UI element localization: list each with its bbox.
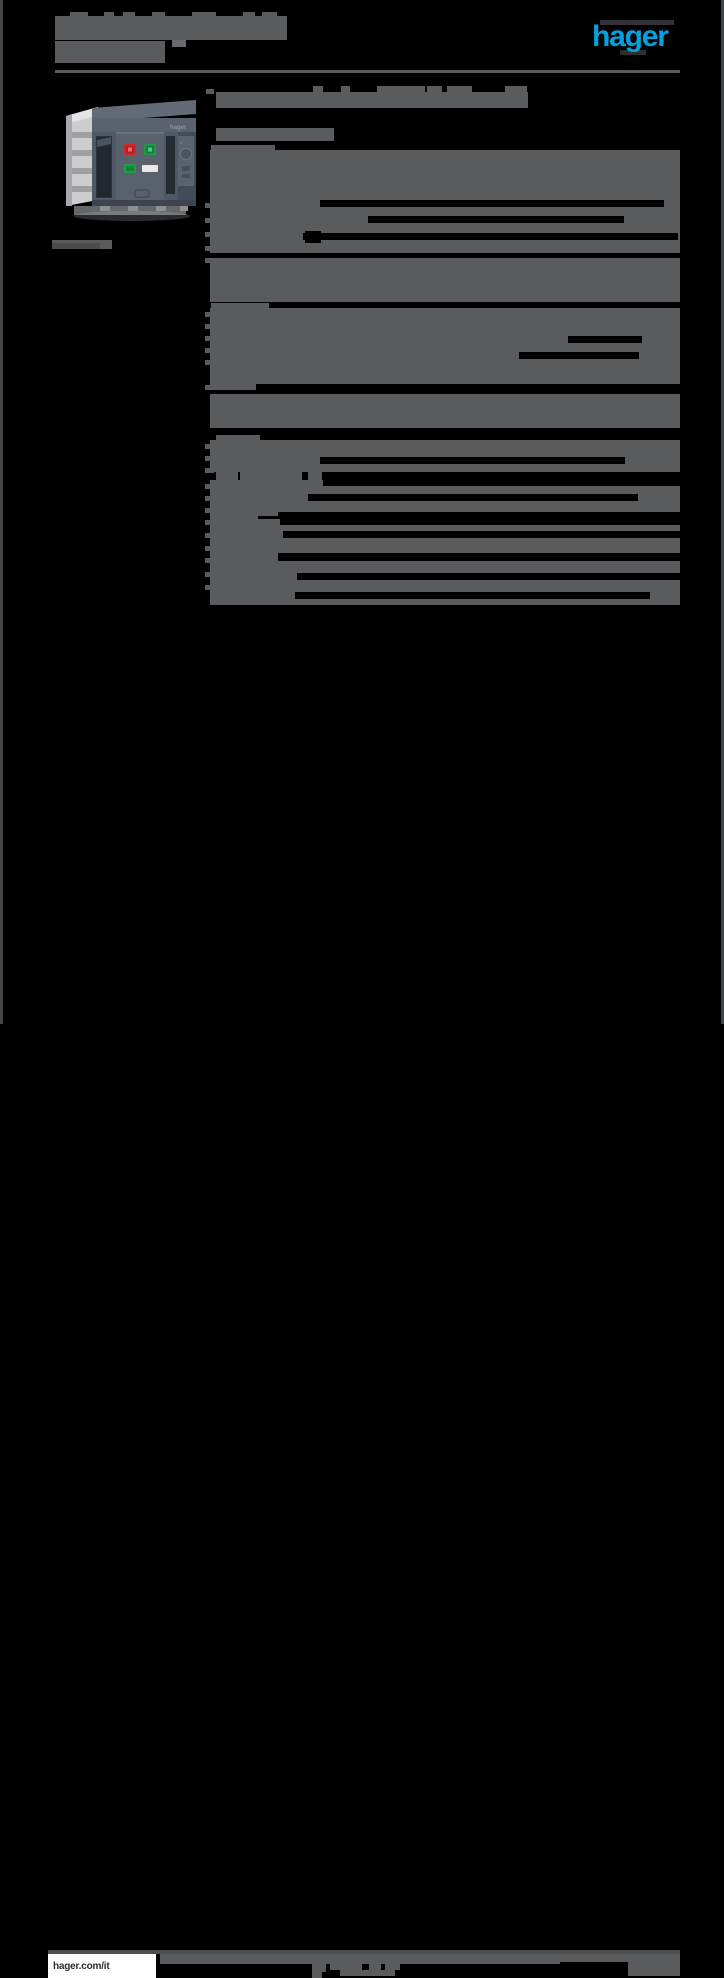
table-2-row-bullet <box>205 360 214 365</box>
table-3-row-bullet <box>205 585 214 590</box>
table-2-leader-row <box>256 384 680 390</box>
logo-smudge-top <box>600 20 674 25</box>
footer-page-number <box>560 1954 680 1962</box>
spec-table-1 <box>210 150 680 302</box>
section-title-mark <box>313 86 323 92</box>
table-1-leader-row <box>368 216 624 223</box>
title-ascender-mark <box>123 12 135 18</box>
footer-center-mark <box>385 1962 400 1970</box>
table-2-row-bullet <box>205 336 214 341</box>
table-3-row-label <box>240 472 302 480</box>
title-ascender-mark <box>262 12 277 18</box>
page-edge-left <box>0 0 3 1024</box>
title-descender-mark <box>172 40 186 47</box>
logo-smudge-bottom <box>620 50 646 55</box>
table-1-cell-gap <box>305 231 321 243</box>
title-ascender-mark <box>243 12 255 18</box>
spec-table-3-header <box>216 435 260 441</box>
table-1-row-divider <box>210 253 680 258</box>
table-1-row-bullet <box>205 218 213 223</box>
table-3-row-bullet <box>205 496 214 501</box>
title-ascender-mark <box>104 12 114 18</box>
table-2-row-bullet <box>205 312 214 317</box>
table-3-row-label <box>256 511 278 516</box>
table-3-row-bullet <box>205 444 214 449</box>
table-3-row-bullet <box>205 572 214 577</box>
table-1-row-bullet <box>205 232 213 237</box>
footer-page-number-box <box>628 1962 680 1976</box>
footer-center-mark <box>330 1962 362 1970</box>
table-2-row-divider <box>210 390 680 394</box>
title-ascender-mark <box>152 12 165 18</box>
table-3-row-label <box>216 472 238 480</box>
svg-text:h: h <box>180 140 182 145</box>
section-subtitle <box>216 128 334 141</box>
table-3-row-bullet <box>205 456 214 461</box>
section-title-mark <box>377 86 425 92</box>
table-3-leader-row <box>323 479 680 486</box>
table-2-row-bullet <box>205 385 214 390</box>
table-3-row-bullet <box>205 533 214 538</box>
section-title-mark <box>206 89 214 94</box>
table-3-leader-row <box>258 512 680 519</box>
spec-table-2 <box>210 308 680 428</box>
table-3-row-bullet <box>205 484 214 489</box>
title-ascender-mark <box>192 12 216 18</box>
table-1-row-bullet <box>205 246 213 251</box>
page-subtitle <box>55 41 165 63</box>
table-3-leader-row <box>308 494 638 501</box>
product-caption-line-2 <box>52 243 100 249</box>
table-2-leader-row <box>568 336 642 343</box>
product-photo-acb: hager <box>66 100 196 221</box>
hager-logo-text: hager <box>592 20 669 53</box>
spec-table-2-header <box>211 303 269 309</box>
table-2-row-bullet <box>205 324 214 329</box>
table-3-row-bullet <box>205 508 214 513</box>
table-3-leader-row <box>297 573 680 580</box>
footer-center-mark <box>312 1971 322 1978</box>
section-title-mark <box>427 86 442 92</box>
table-3-row-label <box>308 472 322 480</box>
product-figure: hager <box>52 88 204 228</box>
table-1-row-bullet <box>205 203 213 208</box>
table-1-leader-row <box>303 233 678 240</box>
table-1-row-bullet <box>205 258 213 263</box>
title-ascender-mark <box>70 12 88 18</box>
table-3-leader-row <box>280 519 680 525</box>
page-content <box>205 86 680 605</box>
hager-logo[interactable]: hager <box>592 20 682 53</box>
section-title-mark <box>447 86 472 92</box>
table-3-row-label <box>240 552 250 557</box>
table-3-row-bullet <box>205 558 214 563</box>
header-divider <box>55 70 680 73</box>
page-footer: hager.com/it <box>0 966 724 1978</box>
page-title <box>55 16 287 40</box>
footer-url-text: hager.com/it <box>53 1960 110 1972</box>
table-1-leader-row <box>320 200 664 207</box>
table-3-row-divider <box>210 472 680 480</box>
terminal-stack <box>66 107 98 206</box>
footer-center-mark <box>369 1962 381 1970</box>
table-3-row-bullet <box>205 520 214 525</box>
section-title-mark <box>505 86 527 92</box>
spec-table-1-header <box>211 145 275 151</box>
footer-url-box[interactable]: hager.com/it <box>48 1954 156 1978</box>
page-header: hager <box>0 0 724 80</box>
table-3-leader-row <box>320 457 625 464</box>
table-2-leader-row <box>519 352 639 359</box>
section-title-mark <box>341 86 350 92</box>
section-title <box>216 92 528 108</box>
svg-text:hager: hager <box>170 125 187 131</box>
page-edge-right <box>721 0 724 1024</box>
table-3-leader-row <box>283 531 680 538</box>
table-3-row-bullet <box>205 546 214 551</box>
table-2-row-bullet <box>205 348 214 353</box>
table-3-leader-row <box>278 553 680 561</box>
footer-center-mark <box>340 1970 395 1976</box>
table-3-row-bullet <box>205 468 214 473</box>
table-3-leader-row <box>295 592 650 599</box>
